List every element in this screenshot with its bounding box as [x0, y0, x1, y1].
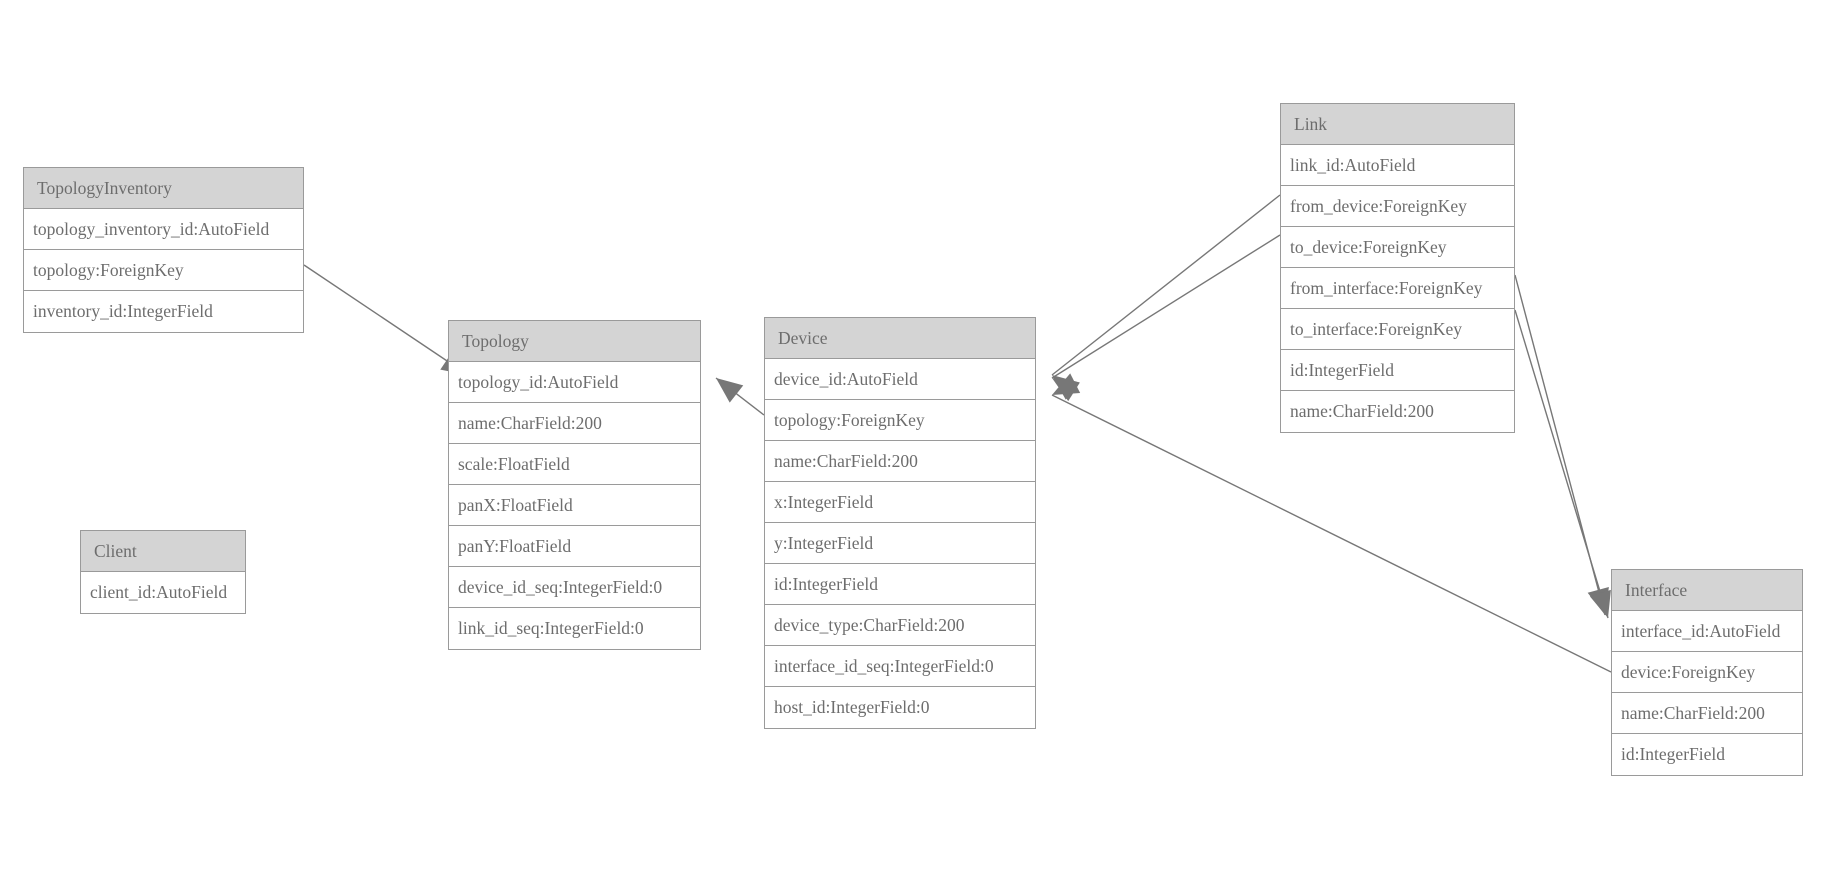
entity-title-device: Device	[765, 318, 1035, 359]
entity-title-topology: Topology	[449, 321, 700, 362]
entity-field-row[interactable]: from_interface:ForeignKey	[1281, 268, 1514, 309]
entity-field-row[interactable]: panX:FloatField	[449, 485, 700, 526]
entity-field-row[interactable]: id:IntegerField	[1281, 350, 1514, 391]
entity-field-row[interactable]: link_id:AutoField	[1281, 145, 1514, 186]
entity-field-row[interactable]: client_id:AutoField	[81, 572, 245, 613]
entity-field-row[interactable]: device_id:AutoField	[765, 359, 1035, 400]
relation-arrowhead	[1052, 373, 1081, 395]
entity-field-row[interactable]: link_id_seq:IntegerField:0	[449, 608, 700, 649]
entity-field-row[interactable]: device_id_seq:IntegerField:0	[449, 567, 700, 608]
entity-field-row[interactable]: id:IntegerField	[765, 564, 1035, 605]
entity-field-row[interactable]: x:IntegerField	[765, 482, 1035, 523]
relation-rel-link-from-device	[1051, 194, 1281, 400]
entity-field-row[interactable]: to_device:ForeignKey	[1281, 227, 1514, 268]
entity-field-row[interactable]: topology_id:AutoField	[449, 362, 700, 403]
entity-title-topologyinventory: TopologyInventory	[24, 168, 303, 209]
entity-field-row[interactable]: host_id:IntegerField:0	[765, 687, 1035, 728]
relation-arrowhead	[1052, 375, 1080, 400]
relation-arrowhead	[716, 378, 744, 403]
entity-field-row[interactable]: interface_id_seq:IntegerField:0	[765, 646, 1035, 687]
relation-rel-link-to-interface	[1514, 309, 1611, 619]
entity-field-row[interactable]: name:CharField:200	[765, 441, 1035, 482]
relation-line	[1051, 194, 1281, 376]
relation-line	[1514, 274, 1606, 616]
relation-rel-link-from-interface	[1514, 274, 1609, 616]
entity-field-row[interactable]: to_interface:ForeignKey	[1281, 309, 1514, 350]
entity-field-row[interactable]: name:CharField:200	[1281, 391, 1514, 432]
entity-field-row[interactable]: from_device:ForeignKey	[1281, 186, 1514, 227]
entity-field-row[interactable]: y:IntegerField	[765, 523, 1035, 564]
entity-field-row[interactable]: inventory_id:IntegerField	[24, 291, 303, 332]
entity-field-row[interactable]: topology:ForeignKey	[24, 250, 303, 291]
relation-line	[1051, 394, 1612, 673]
entity-title-link: Link	[1281, 104, 1514, 145]
entity-field-row[interactable]: device:ForeignKey	[1612, 652, 1802, 693]
entity-field-row[interactable]: topology:ForeignKey	[765, 400, 1035, 441]
entity-field-row[interactable]: name:CharField:200	[449, 403, 700, 444]
entity-field-row[interactable]: scale:FloatField	[449, 444, 700, 485]
relation-line	[1514, 309, 1609, 619]
entity-field-row[interactable]: panY:FloatField	[449, 526, 700, 567]
relation-line	[1051, 234, 1281, 379]
entity-field-row[interactable]: topology_inventory_id:AutoField	[24, 209, 303, 250]
entity-field-row[interactable]: id:IntegerField	[1612, 734, 1802, 775]
entity-title-client: Client	[81, 531, 245, 572]
entity-field-row[interactable]: interface_id:AutoField	[1612, 611, 1802, 652]
relation-line	[715, 377, 765, 416]
entity-field-row[interactable]: device_type:CharField:200	[765, 605, 1035, 646]
entity-title-interface: Interface	[1612, 570, 1802, 611]
relation-line	[303, 264, 469, 376]
relation-arrowhead	[1052, 378, 1080, 402]
relation-rel-link-to-device	[1051, 234, 1281, 402]
entity-field-row[interactable]: name:CharField:200	[1612, 693, 1802, 734]
relation-rel-device-topology	[715, 377, 765, 416]
